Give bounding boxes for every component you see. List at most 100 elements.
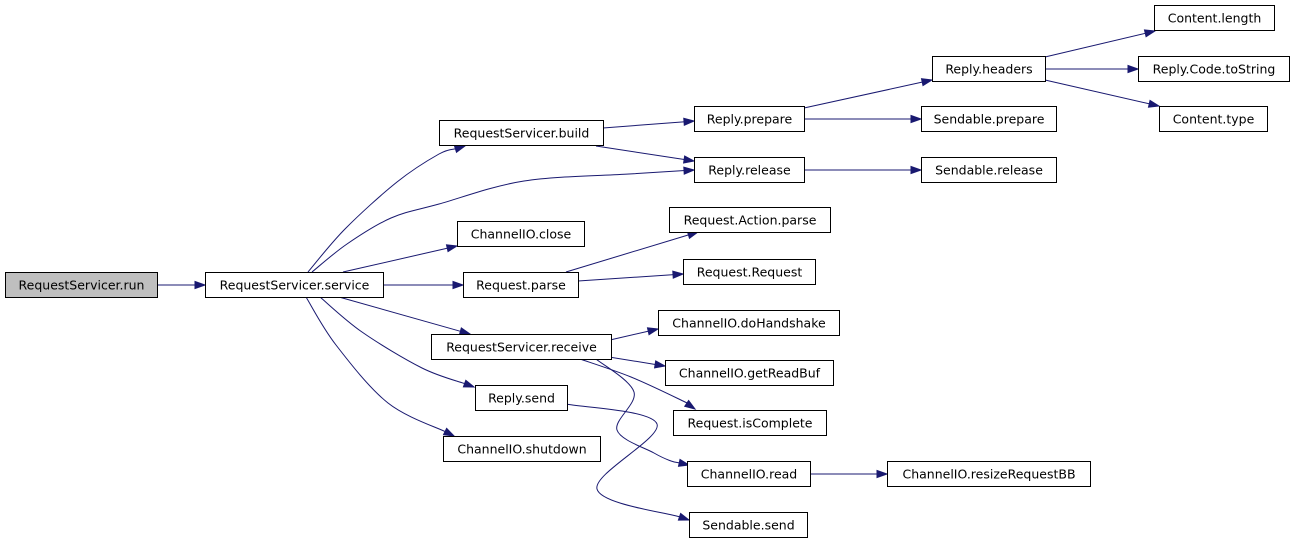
node-reqreq[interactable]: Request.Request (683, 259, 816, 285)
node-complete[interactable]: Request.isComplete (673, 410, 827, 436)
edge-line (565, 403, 681, 518)
edge-build-to-rrelease (595, 145, 696, 164)
arrowhead-icon (462, 379, 476, 388)
edge-line (595, 358, 681, 464)
node-box (1138, 56, 1290, 82)
edge-service-to-shutdown (305, 296, 456, 437)
node-box (475, 385, 568, 411)
node-label: Request.Request (697, 265, 803, 280)
node-label: ChannelIO.resizeRequestBB (902, 467, 1075, 482)
edge-line (319, 296, 466, 385)
node-box (683, 259, 816, 285)
edge-parse-to-actparse (565, 231, 700, 273)
node-readbuf[interactable]: ChannelIO.getReadBuf (665, 360, 834, 386)
node-parse[interactable]: Request.parse (463, 272, 579, 298)
edge-line (577, 274, 675, 282)
node-box (443, 436, 601, 462)
node-box (694, 106, 805, 132)
node-label: ChannelIO.doHandshake (672, 316, 826, 331)
arrowhead-icon (672, 270, 685, 279)
node-codestr[interactable]: Reply.Code.toString (1138, 56, 1290, 82)
node-box (1159, 106, 1268, 132)
edge-line (311, 170, 686, 273)
node-label: Reply.Code.toString (1153, 62, 1276, 77)
edge-service-to-build (307, 145, 467, 273)
arrowhead-icon (452, 280, 465, 290)
node-label: ChannelIO.shutdown (457, 442, 586, 457)
edge-line (1044, 79, 1151, 105)
node-label: RequestServicer.service (220, 278, 370, 293)
edge-receive-to-cread (595, 358, 691, 467)
node-box (463, 272, 579, 298)
arrowhead-icon (677, 512, 691, 521)
edge-receive-to-complete (579, 358, 697, 410)
node-box (673, 410, 827, 436)
edge-rprepare-to-headers (803, 78, 934, 109)
node-box (689, 512, 808, 538)
node-label: RequestServicer.receive (446, 340, 597, 355)
edge-run-to-service (157, 280, 207, 290)
edge-line (342, 247, 449, 273)
node-handshake[interactable]: ChannelIO.doHandshake (658, 310, 840, 336)
node-sprepare[interactable]: Sendable.prepare (921, 106, 1057, 132)
node-layer: RequestServicer.run RequestServicer.servi… (5, 5, 1290, 538)
arrowhead-icon (1127, 64, 1140, 74)
edge-service-to-close (342, 244, 459, 273)
node-label: Request.isComplete (688, 416, 813, 431)
node-build[interactable]: RequestServicer.build (439, 120, 604, 146)
node-clength[interactable]: Content.length (1154, 5, 1275, 31)
edge-line (338, 296, 462, 333)
node-box (694, 157, 805, 183)
node-label: Sendable.prepare (934, 112, 1045, 127)
edge-service-to-parse (383, 280, 465, 290)
edge-receive-to-handshake (609, 327, 660, 341)
node-close[interactable]: ChannelIO.close (457, 221, 585, 247)
edge-send-to-ssend (565, 403, 691, 521)
arrowhead-icon (445, 244, 459, 253)
edge-line (305, 296, 447, 433)
arrowhead-icon (683, 399, 697, 410)
edge-rprepare-to-sprepare (804, 114, 923, 124)
edge-line (602, 121, 686, 129)
node-box (687, 461, 811, 487)
node-resize[interactable]: ChannelIO.resizeRequestBB (887, 461, 1091, 487)
arrowhead-icon (682, 155, 696, 164)
node-cread[interactable]: ChannelIO.read (687, 461, 811, 487)
edge-line (595, 145, 686, 161)
edge-line (307, 148, 457, 273)
node-rprepare[interactable]: Reply.prepare (694, 106, 805, 132)
arrowhead-icon (458, 327, 472, 336)
node-box (205, 272, 384, 298)
node-srelease[interactable]: Sendable.release (921, 157, 1057, 183)
arrowhead-icon (646, 327, 660, 336)
node-headers[interactable]: Reply.headers (932, 56, 1046, 82)
edge-layer (157, 29, 1161, 521)
node-label: ChannelIO.read (701, 467, 797, 482)
node-label: ChannelIO.getReadBuf (679, 366, 821, 381)
node-run[interactable]: RequestServicer.run (5, 272, 158, 298)
edge-parse-to-reqreq (577, 270, 685, 282)
node-rrelease[interactable]: Reply.release (694, 157, 805, 183)
node-actparse[interactable]: Request.Action.parse (669, 207, 831, 233)
node-box (457, 221, 585, 247)
node-box (921, 157, 1057, 183)
node-shutdown[interactable]: ChannelIO.shutdown (443, 436, 601, 462)
arrowhead-icon (910, 114, 923, 124)
node-send[interactable]: Reply.send (475, 385, 568, 411)
node-label: Sendable.send (702, 518, 794, 533)
node-receive[interactable]: RequestServicer.receive (431, 334, 612, 360)
node-ctype[interactable]: Content.type (1159, 106, 1268, 132)
node-label: Request.Action.parse (684, 213, 817, 228)
arrowhead-icon (910, 165, 923, 175)
edge-headers-to-ctype (1044, 79, 1161, 108)
node-label: Reply.headers (945, 62, 1032, 77)
node-service[interactable]: RequestServicer.service (205, 272, 384, 298)
node-label: Reply.release (708, 163, 791, 178)
node-ssend[interactable]: Sendable.send (689, 512, 808, 538)
node-label: Content.type (1173, 112, 1255, 127)
edge-line (608, 356, 657, 366)
node-label: Content.length (1168, 11, 1262, 26)
node-label: RequestServicer.run (19, 278, 145, 293)
edge-line (565, 234, 690, 273)
arrowhead-icon (683, 166, 696, 175)
